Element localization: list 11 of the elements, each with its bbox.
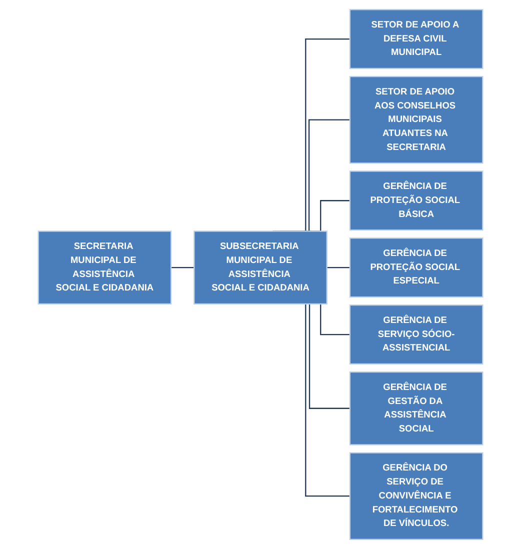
node-box: GERÊNCIA DO SERVIÇO DE CONVIVÊNCIA E FORTALECIMENTO DE VÍNCULOS. (349, 452, 484, 540)
node-box: GERÊNCIA DE SERVIÇO SÓCIO-ASSISTENCIAL (349, 304, 484, 365)
node-box: SUBSECRETARIA MUNICIPAL DE ASSISTÊNCIA SOCIAL E CIDADANIA (194, 230, 328, 304)
connector (326, 267, 350, 268)
node-box: SECRETARIA MUNICIPAL DE ASSISTÊNCIA SOCIAL E CIDADANIA (38, 230, 172, 304)
node-box: GERÊNCIA DE GESTÃO DA ASSISTÊNCIA SOCIAL (349, 371, 484, 446)
node-box: GERÊNCIA DE PROTEÇÃO SOCIAL BÁSICA (349, 170, 484, 231)
node-box: SETOR DE APOIO A DEFESA CIVIL MUNICIPAL (349, 9, 484, 70)
node-box: GERÊNCIA DE PROTEÇÃO SOCIAL ESPECIAL (349, 238, 484, 298)
connector (171, 267, 194, 268)
node-box: SETOR DE APOIO AOS CONSELHOS MUNICIPAIS ATUANTES NA SECRETARIA (349, 76, 484, 164)
